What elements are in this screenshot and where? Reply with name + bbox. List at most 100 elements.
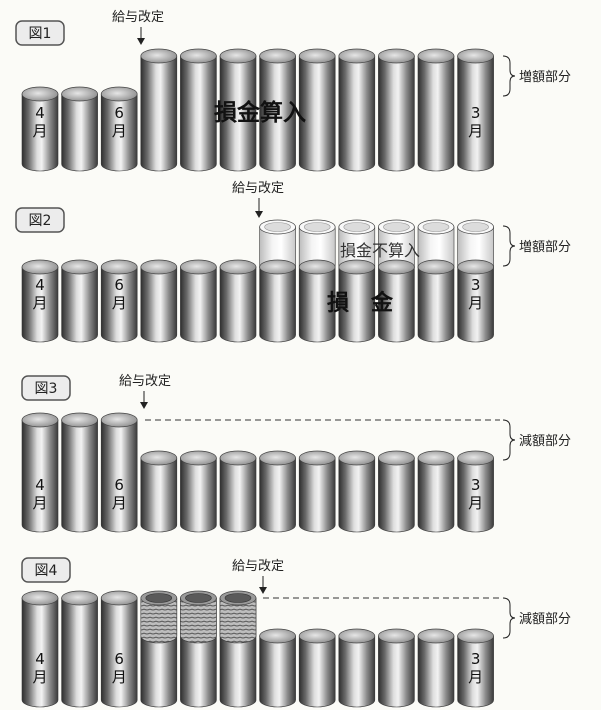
- cylinder: [457, 628, 494, 708]
- cylinder: [338, 450, 376, 533]
- figure-2-brace: [502, 225, 516, 267]
- figure-4-side-label: 減額部分: [519, 611, 571, 627]
- figure-1-cylinders: [21, 48, 494, 172]
- cylinder: [417, 259, 455, 343]
- cylinder: [180, 48, 217, 172]
- cylinder-coiled: [180, 590, 217, 708]
- cylinder: [417, 450, 455, 533]
- cylinder: [378, 48, 415, 172]
- cylinder: [100, 86, 138, 172]
- figure-2-revision-label: 給与改定: [232, 181, 284, 196]
- figure-1-revision-label: 給与改定: [112, 10, 164, 25]
- figure-2-upper-label: 損金不算入: [340, 241, 420, 260]
- cylinder: [61, 590, 98, 708]
- cylinder: [417, 48, 455, 172]
- figure-4-label: 図4: [35, 563, 58, 579]
- cylinder-coiled: [140, 590, 178, 708]
- cylinder: [457, 259, 494, 343]
- cylinder: [61, 259, 98, 343]
- cylinder: [298, 259, 336, 343]
- cylinder: [259, 450, 296, 533]
- cylinder: [100, 590, 138, 708]
- figure-3-side-label: 減額部分: [519, 433, 571, 449]
- figure-3-cylinders: [21, 412, 494, 533]
- figure-3-badge: [21, 375, 71, 401]
- figure-2-label: 図2: [29, 213, 52, 229]
- cylinder: [338, 628, 376, 708]
- figure-2-side-label: 増額部分: [519, 240, 571, 255]
- cylinder: [378, 259, 415, 343]
- cylinder: [219, 48, 257, 172]
- cylinder-coiled: [219, 590, 257, 708]
- figure-2-main-label: 損 金: [327, 290, 394, 316]
- figure-3-label: 図3: [35, 381, 58, 397]
- cylinder: [298, 450, 336, 533]
- cylinder: [100, 259, 138, 343]
- cylinder: [61, 86, 98, 172]
- cylinder: [21, 590, 59, 708]
- cylinder: [259, 48, 296, 172]
- figure-2-badge: [15, 207, 65, 233]
- figure-1-label: 図1: [29, 26, 52, 42]
- figure-3-revision-label: 給与改定: [119, 374, 171, 389]
- figure-3-revision-arrow: [140, 391, 148, 409]
- cylinder: [219, 259, 257, 343]
- cylinder: [140, 450, 178, 533]
- cylinder: [21, 412, 59, 533]
- cylinder: [378, 450, 415, 533]
- cylinder: [457, 48, 494, 172]
- figure-4-cylinders: [21, 590, 494, 708]
- figure-2-cylinders: [21, 219, 494, 343]
- figure-2-revision-arrow: [255, 198, 263, 218]
- cylinder: [100, 412, 138, 533]
- figure-1-main-label: 損金算入: [214, 99, 306, 126]
- cylinder: [338, 48, 376, 172]
- figure-4-revision-label: 給与改定: [232, 559, 284, 574]
- cylinder: [259, 628, 296, 708]
- cylinder: [378, 628, 415, 708]
- figure-1-side-label: 増額部分: [519, 70, 571, 85]
- cylinder: [140, 259, 178, 343]
- figure-1-badge: [15, 20, 65, 46]
- figure-3-brace: [502, 419, 516, 461]
- cylinder: [298, 628, 336, 708]
- figure-1-revision-arrow: [137, 27, 145, 45]
- figure-4-revision-arrow: [259, 576, 267, 594]
- figure-1-brace: [502, 55, 516, 97]
- cylinder: [61, 412, 98, 533]
- cylinder: [180, 259, 217, 343]
- cylinder: [259, 259, 296, 343]
- cylinder: [140, 48, 178, 172]
- cylinder: [180, 450, 217, 533]
- figure-4-brace: [502, 597, 516, 639]
- cylinder: [298, 48, 336, 172]
- cylinder: [338, 259, 376, 343]
- cylinder: [21, 259, 59, 343]
- cylinder: [21, 86, 59, 172]
- cylinder: [219, 450, 257, 533]
- cylinder: [457, 450, 494, 533]
- cylinder: [417, 628, 455, 708]
- figure-4-badge: [21, 557, 71, 583]
